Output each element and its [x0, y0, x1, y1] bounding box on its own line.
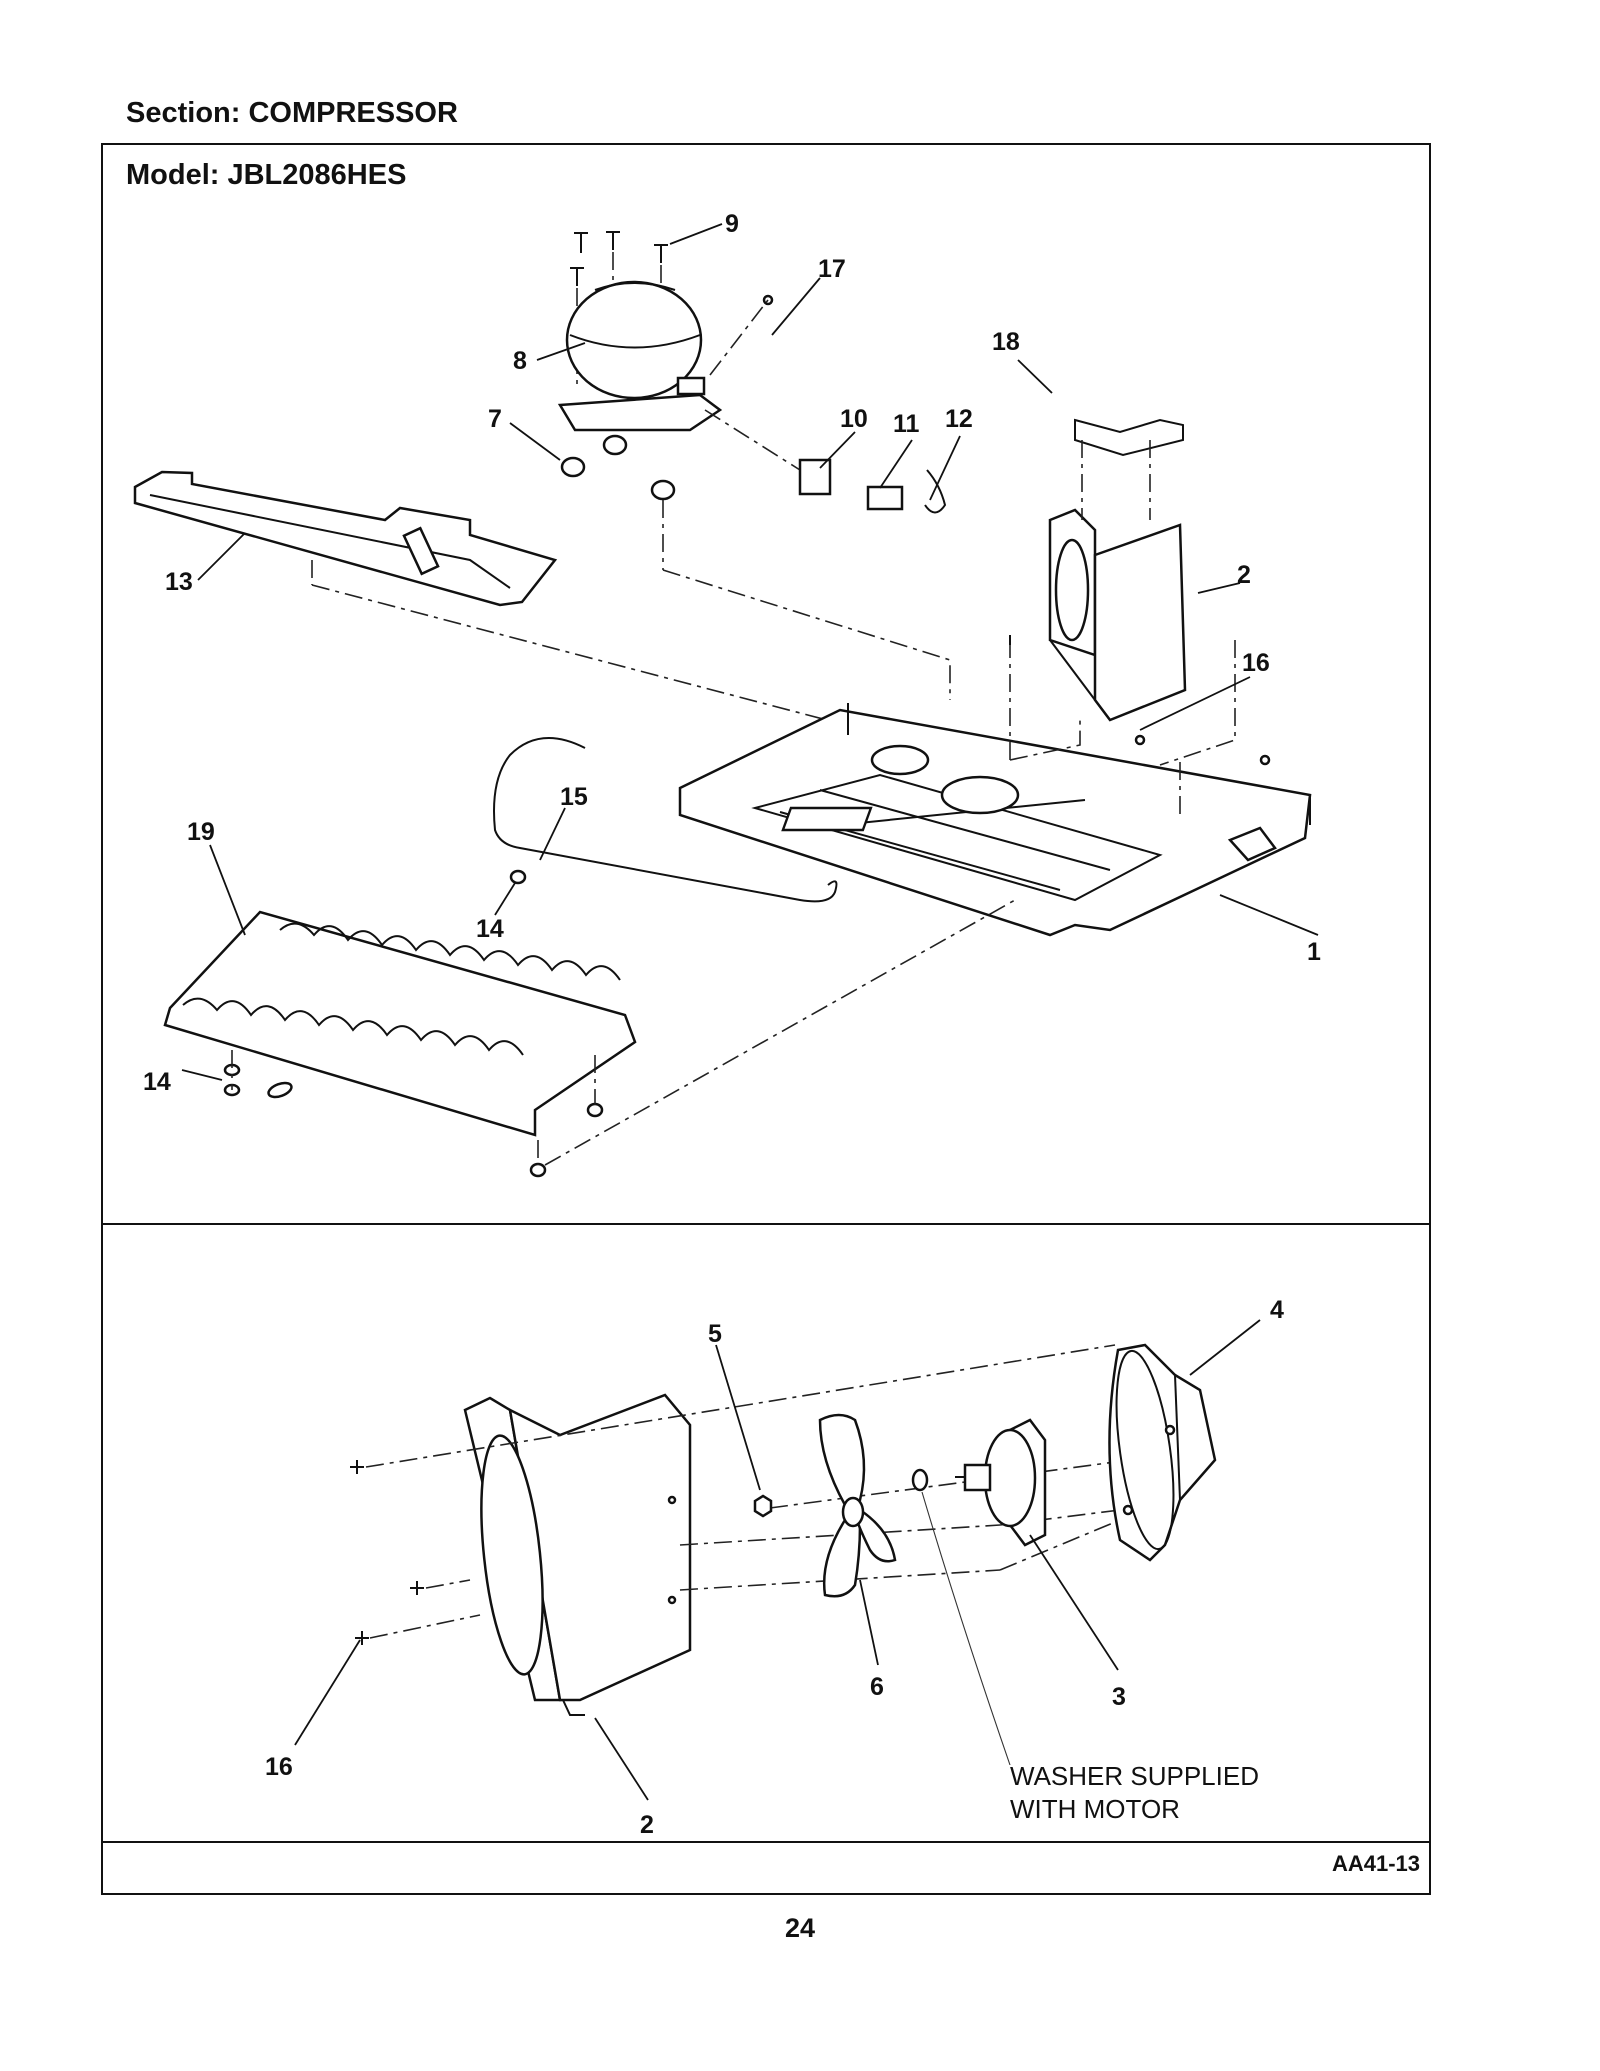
base-plate [678, 703, 1312, 937]
callout-5: 5 [708, 1320, 722, 1348]
callout-6: 6 [870, 1673, 884, 1701]
nut [753, 1494, 773, 1518]
callout-2-bottom: 2 [640, 1811, 654, 1839]
grommet-group [560, 434, 951, 700]
callout-16-top: 16 [1242, 649, 1270, 677]
callout-18: 18 [992, 328, 1020, 356]
fan-shroud [463, 1393, 692, 1716]
callout-15: 15 [560, 783, 588, 811]
callout-16-bottom: 16 [265, 1753, 293, 1781]
screw-left-low [355, 1631, 369, 1645]
callout-4: 4 [1270, 1296, 1284, 1324]
callout-1: 1 [1307, 938, 1321, 966]
callout-10: 10 [840, 405, 868, 433]
motor-bracket [1108, 1343, 1217, 1562]
top-leaders [181, 223, 1319, 1081]
callout-17: 17 [818, 255, 846, 283]
section-title: Section: COMPRESSOR [126, 97, 458, 129]
washer-note-line-1: WASHER SUPPLIED [1010, 1761, 1259, 1791]
fan-motor [955, 1418, 1047, 1547]
washer [911, 1468, 929, 1492]
washer-note-line-2: WITH MOTOR [1010, 1794, 1180, 1824]
callout-19: 19 [187, 818, 215, 846]
screw-left-mid [410, 1581, 424, 1595]
condenser-shroud [1009, 418, 1236, 820]
callout-3: 3 [1112, 1683, 1126, 1711]
drain-pan [133, 470, 866, 731]
model-title: Model: JBL2086HES [126, 159, 407, 191]
tube [493, 737, 838, 903]
fan-blade [818, 1413, 897, 1598]
callout-14-upper: 14 [476, 915, 504, 943]
compressor [557, 280, 723, 432]
relay-overload-group [704, 294, 947, 514]
callout-8: 8 [513, 347, 527, 375]
callout-7: 7 [488, 405, 502, 433]
callout-11: 11 [893, 410, 920, 438]
callout-14-lower: 14 [143, 1068, 171, 1096]
callout-9: 9 [725, 210, 739, 238]
callout-12: 12 [945, 405, 973, 433]
condenser-coil [163, 899, 1016, 1178]
diagram-frame [101, 143, 1431, 1895]
shroud-screws [1009, 635, 1271, 766]
reference-code: AA41-13 [1331, 1851, 1420, 1876]
screw-left-upper [350, 1460, 364, 1474]
callout-13: 13 [165, 568, 193, 596]
callout-2-top: 2 [1237, 561, 1251, 589]
page-number: 24 [784, 1913, 816, 1943]
bottom-leaders [294, 1319, 1261, 1801]
